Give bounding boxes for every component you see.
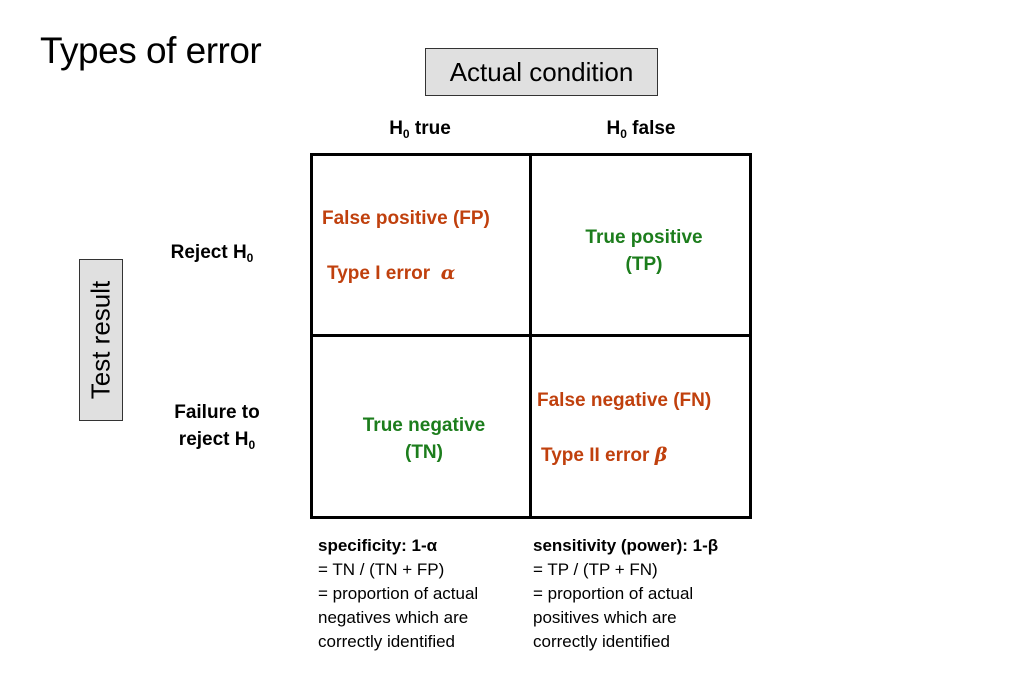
- specificity-heading: specificity: 1-α: [318, 536, 438, 555]
- cell-false-negative-label: False negative (FN): [537, 390, 712, 411]
- beta-symbol: β: [654, 444, 668, 466]
- cell-false-positive-label: False positive (FP): [322, 208, 490, 229]
- sensitivity-heading: sensitivity (power): 1-β: [533, 536, 719, 555]
- row-header-fail-to-reject: Failure to reject H0: [174, 402, 260, 452]
- type1-error-label: Type I error: [327, 263, 431, 284]
- cell-type2-error: Type II error β: [541, 444, 667, 467]
- specificity-note: specificity: 1-α = TN / (TN + FP) = prop…: [318, 536, 479, 651]
- cell-true-negative: True negative (TN): [362, 415, 486, 463]
- cell-type1-error: Type I error α: [327, 262, 455, 285]
- grid-divider-horizontal: [310, 334, 752, 337]
- cell-true-positive: True positive (TP): [585, 227, 703, 275]
- sensitivity-note: sensitivity (power): 1-β = TP / (TP + FN…: [533, 536, 719, 651]
- column-header-h0-false: H0 false: [606, 118, 676, 141]
- actual-condition-label: Actual condition: [425, 48, 658, 96]
- row-header-reject: Reject H0: [170, 242, 254, 265]
- type2-error-label: Type II error: [541, 445, 650, 466]
- column-header-h0-true: H0 true: [389, 118, 451, 141]
- test-result-text: Test result: [85, 280, 116, 400]
- test-result-label: Test result: [79, 259, 123, 421]
- page-title: Types of error: [40, 30, 262, 71]
- alpha-symbol: α: [440, 262, 456, 284]
